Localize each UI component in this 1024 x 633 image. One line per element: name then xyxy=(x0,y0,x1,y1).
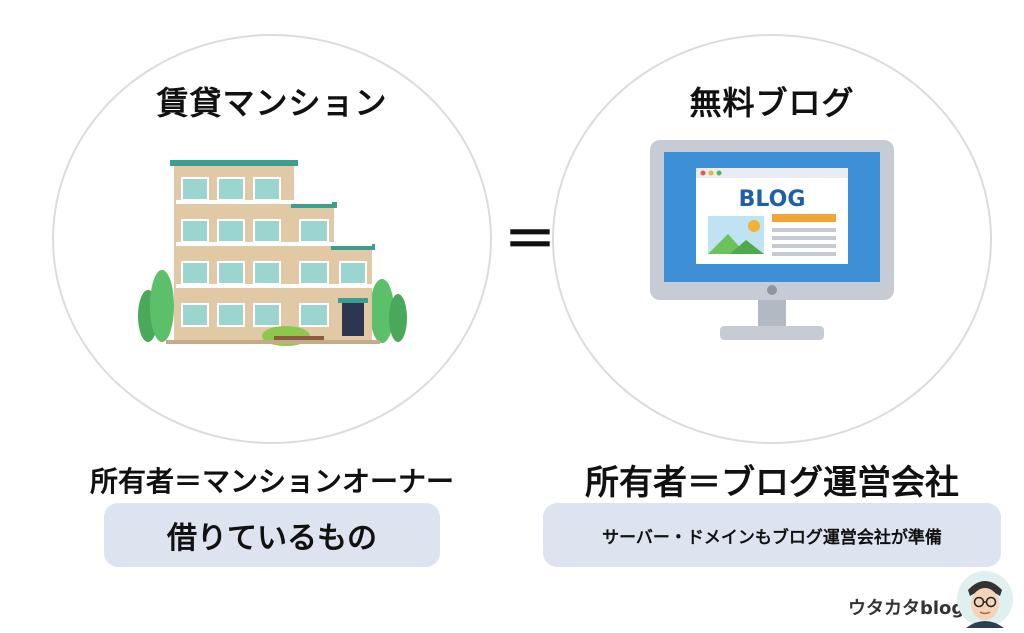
computer-monitor-icon: BLOG xyxy=(650,140,894,340)
left-owner-caption: 所有者＝マンションオーナー xyxy=(89,465,454,498)
free-blog-title: 無料ブログ xyxy=(689,84,855,122)
screen-blog-text: BLOG xyxy=(739,187,806,212)
apartment-building-icon xyxy=(138,160,407,346)
right-status-pill: サーバー・ドメインもブログ運営会社が準備 xyxy=(543,503,1001,567)
tree-right-icon xyxy=(370,279,407,343)
tree-left-icon xyxy=(138,270,174,342)
avatar-icon xyxy=(957,571,1013,628)
rental-apartment-title: 賃貸マンション xyxy=(156,84,388,122)
left-status-pill: 借りているもの xyxy=(104,503,440,567)
brand-label: ウタカタblog xyxy=(848,598,965,619)
equals-sign: ＝ xyxy=(504,211,557,271)
right-owner-caption: 所有者＝ブログ運営会社 xyxy=(585,463,959,503)
